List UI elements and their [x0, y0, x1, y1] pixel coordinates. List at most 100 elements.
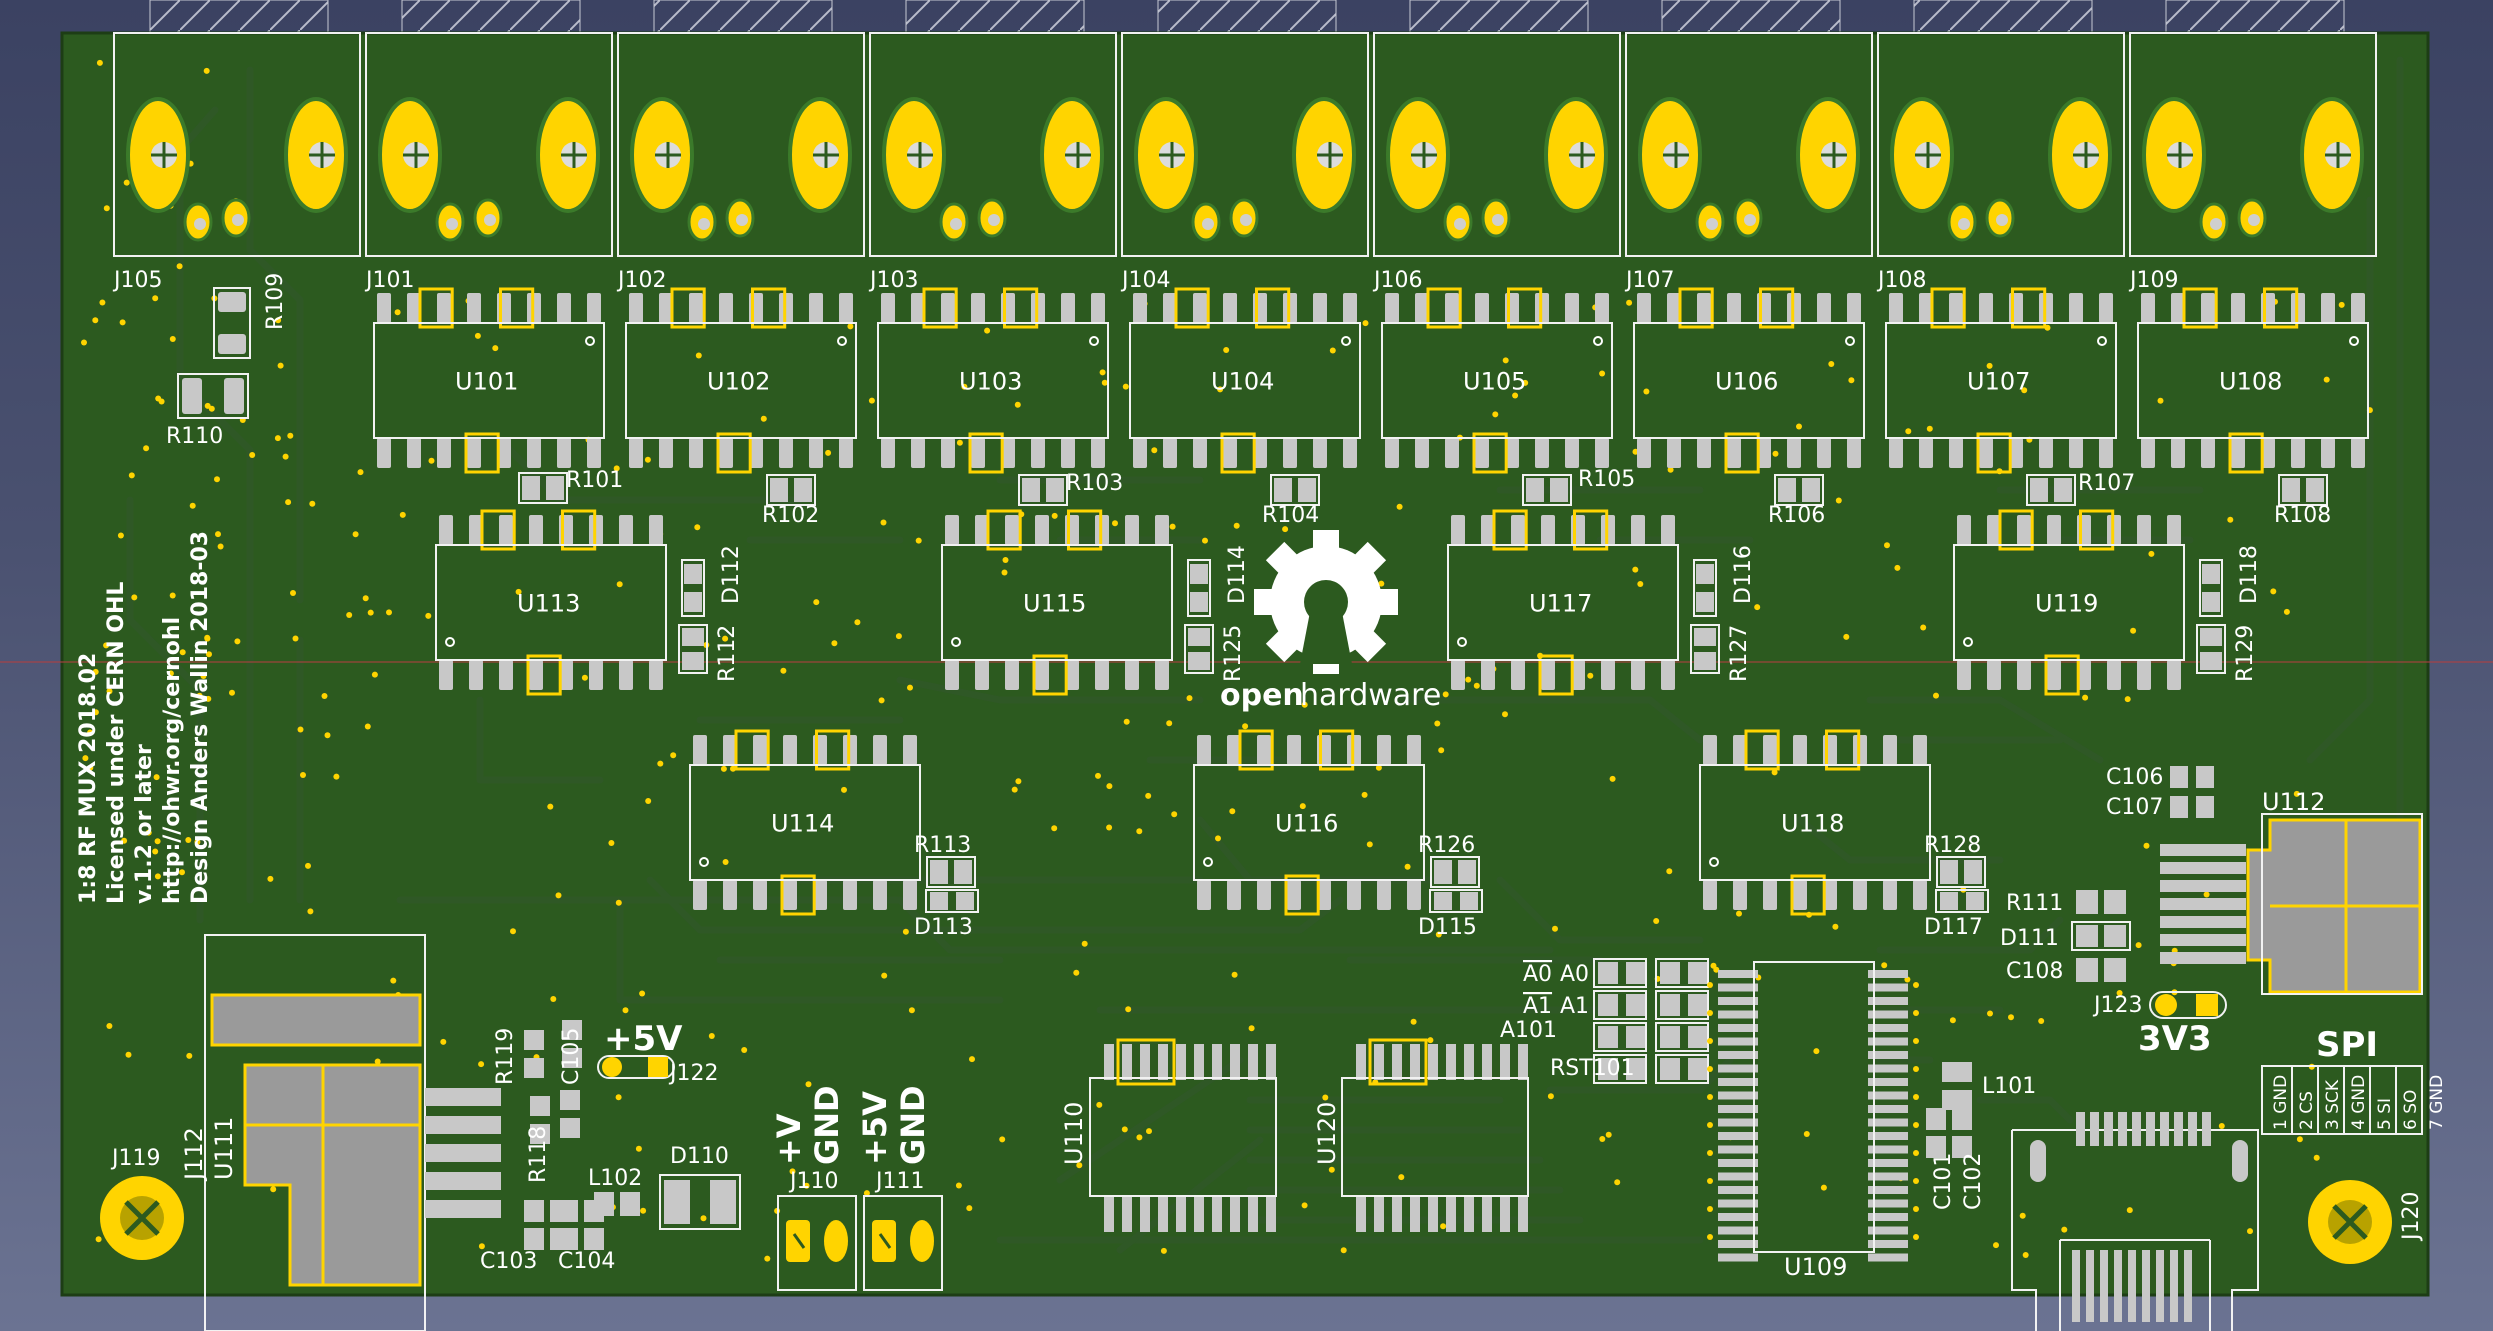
resistor-r112: [678, 624, 708, 674]
resistor-r108: [2278, 474, 2328, 506]
label-j112: J112: [180, 1127, 208, 1182]
label-j120: J120: [2399, 1192, 2424, 1242]
open-hardware-gear-icon: [1254, 530, 1398, 674]
connector-j107: J107: [1624, 32, 1873, 293]
resistor-r105: [1522, 474, 1572, 506]
label-r119: R119: [493, 1028, 518, 1085]
label-plus5v-b: +5V: [856, 1091, 894, 1165]
resistor-r101: [518, 472, 568, 504]
ic-u108: U108: [2137, 287, 2369, 474]
spi-pin-table: [2261, 1065, 2423, 1135]
label-d116: D116: [1731, 545, 1756, 604]
label-r102: R102: [762, 503, 819, 528]
label-r111: R111: [2006, 891, 2063, 916]
jumper-label-a1-right: A1: [1560, 994, 1589, 1019]
open-hardware-logo: open hardware: [1220, 530, 1441, 713]
label-d110: D110: [670, 1144, 729, 1169]
label-c101: C101: [1931, 1153, 1956, 1210]
label-d114: D114: [1225, 545, 1250, 604]
diode-d116: [1693, 559, 1717, 617]
connector-shell-hatch: [149, 0, 2345, 34]
ic-u117: U117: [1447, 509, 1679, 696]
connector-j105: J105: [112, 32, 361, 293]
ic-u115: U115: [941, 509, 1173, 696]
resistor-r104: [1270, 474, 1320, 506]
label-d117: D117: [1924, 915, 1983, 940]
spi-pin-3: 3 SCK: [2323, 1079, 2343, 1130]
label-j123: J123: [2092, 993, 2142, 1018]
power-section: J112 U111 J119 R119 C105 R118 C103 C104 …: [100, 934, 943, 1331]
digital-section: U110 U120 A0 A0 A1 A1 A101 RST101 U109: [1060, 958, 1919, 1281]
label-c103: C103: [480, 1249, 537, 1274]
resistor-r103: [1018, 474, 1068, 506]
trace-layer: [126, 56, 2404, 1254]
label-u114: U114: [771, 810, 834, 838]
board-text-line-2: Licensed under CERN OHL: [104, 582, 129, 904]
u111-regulator-body: [243, 1063, 422, 1287]
jumper-label-a101: A101: [1500, 1018, 1557, 1043]
label-j109: J109: [2128, 268, 2178, 293]
spi-pin-1: 1 GND: [2271, 1075, 2291, 1130]
label-j103: J103: [868, 268, 918, 293]
label-u113: U113: [517, 590, 580, 618]
label-r105: R105: [1578, 467, 1635, 492]
label-j105: J105: [112, 268, 162, 293]
label-j104: J104: [1120, 268, 1170, 293]
ic-u113: U113: [435, 509, 667, 696]
label-r125: R125: [1221, 625, 1246, 682]
logo-text-hardware: hardware: [1300, 678, 1441, 713]
label-u118: U118: [1781, 810, 1844, 838]
ic-u116: U116: [1193, 729, 1425, 916]
label-r107: R107: [2078, 471, 2135, 496]
label-c106: C106: [2106, 765, 2163, 790]
left-resistors: R109 R110: [166, 273, 288, 449]
label-r103: R103: [1066, 471, 1123, 496]
label-u117: U117: [1529, 590, 1592, 618]
jumper-label-a0-left: A0: [1523, 962, 1552, 987]
spi-pin-2: 2 CS: [2297, 1091, 2317, 1130]
resistor-r128: [1936, 856, 1986, 888]
label-j101: J101: [364, 268, 414, 293]
diode-d115: [1429, 889, 1483, 913]
label-j110: J110: [788, 1169, 838, 1194]
label-r101: R101: [566, 468, 623, 493]
ic-u104: U104: [1129, 287, 1361, 474]
connector-j101: J101: [364, 32, 613, 293]
label-r112: R112: [715, 625, 740, 682]
logo-text-open: open: [1220, 678, 1304, 713]
spi-connector-footprint: [2011, 1112, 2259, 1331]
spi-pin-6: 6 SO: [2401, 1090, 2421, 1130]
j112-header-pad: [210, 993, 422, 1047]
ic-u109: [1707, 961, 1919, 1262]
label-u103: U103: [959, 368, 1022, 396]
label-c104: C104: [558, 1249, 615, 1274]
label-u106: U106: [1715, 368, 1778, 396]
label-u112: U112: [2262, 788, 2325, 816]
ic-u118: U118: [1699, 729, 1931, 916]
label-d115: D115: [1418, 915, 1477, 940]
label-u111: U111: [210, 1117, 238, 1180]
label-u105: U105: [1463, 368, 1526, 396]
label-r128: R128: [1924, 833, 1981, 858]
label-plusv: +V: [770, 1113, 808, 1165]
ic-u106: U106: [1633, 287, 1865, 474]
label-r127: R127: [1727, 625, 1752, 682]
label-gnd-b: GND: [894, 1085, 932, 1165]
ic-u114: U114: [689, 729, 921, 916]
label-c105: C105: [559, 1028, 584, 1085]
jumper-label-a0-right: A0: [1560, 962, 1589, 987]
board-text-line-3: v.1.2 or later: [132, 744, 157, 904]
resistor-r125: [1184, 624, 1214, 674]
label-r110: R110: [166, 424, 223, 449]
label-j108: J108: [1876, 268, 1926, 293]
spi-pin-7: 7 GND: [2427, 1075, 2447, 1130]
ic-u105: U105: [1381, 287, 1613, 474]
label-l101: L101: [1982, 1074, 2036, 1099]
connector-j104: J104: [1120, 32, 1369, 293]
label-r113: R113: [914, 833, 971, 858]
ic-u101: U101: [373, 287, 605, 474]
jumper-label-rst101: RST101: [1550, 1056, 1635, 1081]
label-u102: U102: [707, 368, 770, 396]
